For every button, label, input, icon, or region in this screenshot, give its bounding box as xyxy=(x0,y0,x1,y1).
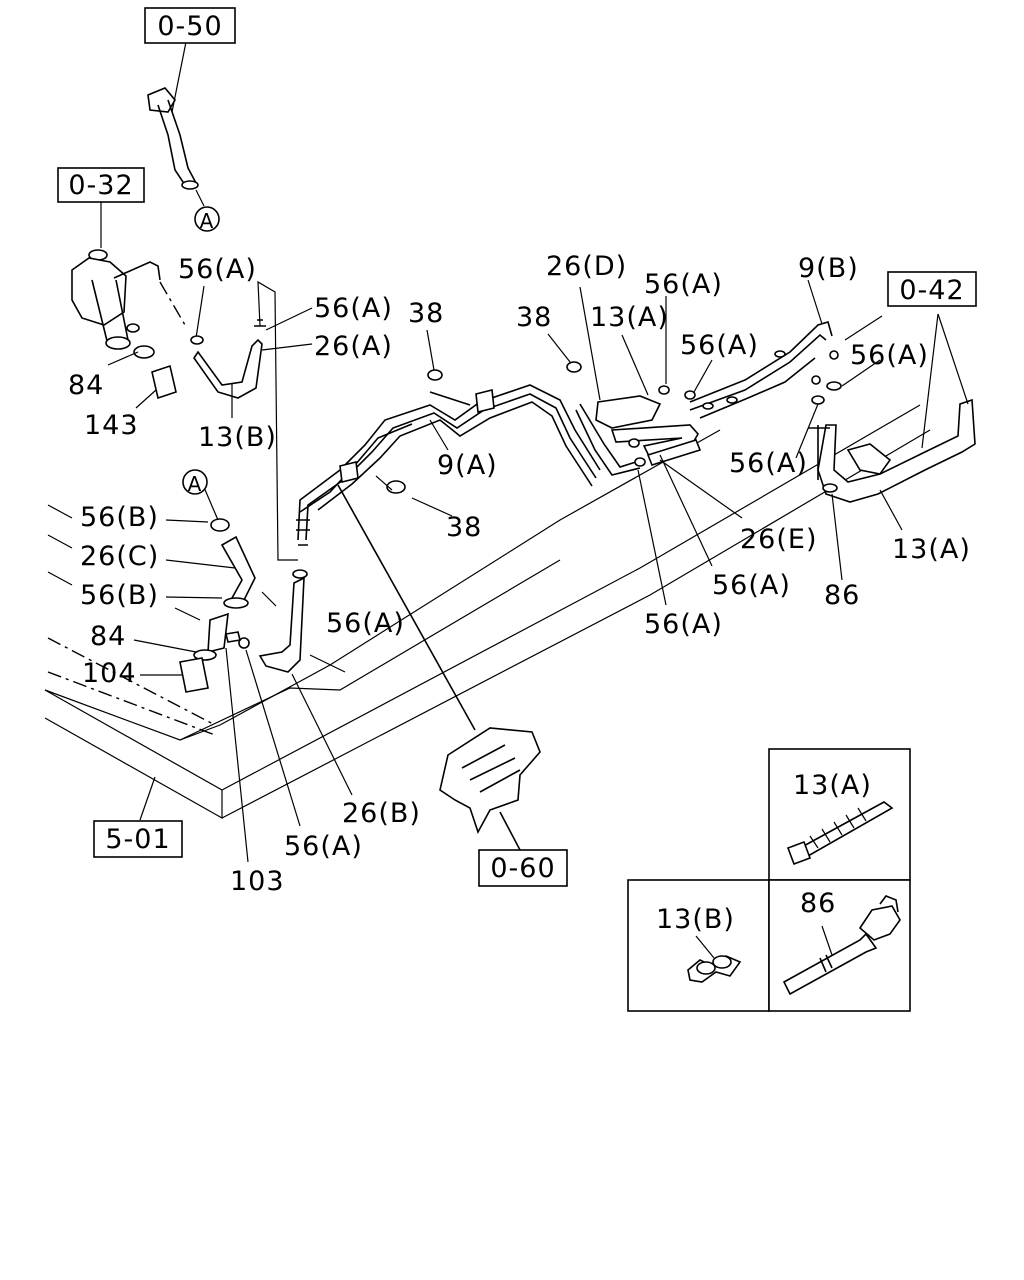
label-56a-5: 56(A) xyxy=(850,340,929,371)
label-13a-top: 13(A) xyxy=(590,302,669,333)
detail-86: 86 xyxy=(782,888,901,996)
label-56a-10: 56(A) xyxy=(284,831,363,862)
label-56a-2: 56(A) xyxy=(314,293,393,324)
label-103: 103 xyxy=(230,866,285,897)
label-143: 143 xyxy=(84,410,139,441)
lower-left-hoses xyxy=(133,484,353,863)
label-104: 104 xyxy=(82,658,137,689)
ref-box-5-01: 5-01 xyxy=(93,820,183,858)
label-56a-9: 56(A) xyxy=(326,608,405,639)
detail-13b-label: 13(B) xyxy=(656,904,735,935)
label-26c: 26(C) xyxy=(80,541,159,572)
label-56b-2: 56(B) xyxy=(80,580,159,611)
ref-5-01: 5-01 xyxy=(105,824,170,855)
label-26b: 26(B) xyxy=(342,798,421,829)
marker-a-top: A xyxy=(194,206,220,233)
label-56a-7: 56(A) xyxy=(712,570,791,601)
detail-panel: 13(A) 13(B) 86 xyxy=(627,748,911,1012)
frame-rail xyxy=(44,404,931,820)
label-56a-3: 56(A) xyxy=(644,269,723,300)
part-labels: 56(A) 56(A) 26(A) 84 143 13(B) 38 38 38 … xyxy=(68,251,971,897)
label-26d: 26(D) xyxy=(546,251,627,282)
ref-0-32: 0-32 xyxy=(68,170,133,201)
label-38-a: 38 xyxy=(408,298,444,329)
label-38-c: 38 xyxy=(446,512,482,543)
label-26e: 26(E) xyxy=(740,524,817,555)
marker-a-top-label: A xyxy=(200,209,215,233)
label-13b-top: 13(B) xyxy=(198,422,277,453)
label-38-b: 38 xyxy=(516,302,552,333)
right-pipe-cluster xyxy=(575,279,883,606)
ref-box-0-42: 0-42 xyxy=(887,271,977,307)
label-9a: 9(A) xyxy=(437,450,498,481)
label-56b-1: 56(B) xyxy=(80,502,159,533)
label-13a-right: 13(A) xyxy=(892,534,971,565)
label-56a-6: 56(A) xyxy=(729,448,808,479)
hose-26a xyxy=(190,280,313,561)
label-26a: 26(A) xyxy=(314,331,393,362)
ref-0-60: 0-60 xyxy=(490,853,555,884)
ref-box-0-60: 0-60 xyxy=(478,849,568,887)
label-56a-1: 56(A) xyxy=(178,254,257,285)
main-pipe-9a xyxy=(296,329,601,731)
marker-a-left: A xyxy=(182,469,208,496)
label-84-left: 84 xyxy=(90,621,126,652)
label-56a-4: 56(A) xyxy=(680,330,759,361)
detail-13a-label: 13(A) xyxy=(793,770,872,801)
ref-0-42: 0-42 xyxy=(899,275,964,306)
label-9b: 9(B) xyxy=(798,253,859,284)
marker-a-left-label: A xyxy=(188,472,203,496)
upper-pipe-0-50 xyxy=(147,41,205,207)
detail-86-label: 86 xyxy=(800,888,836,919)
unit-0-60 xyxy=(439,727,541,851)
detail-13b: 13(B) xyxy=(656,904,742,983)
detail-13a: 13(A) xyxy=(786,770,894,866)
label-56a-8: 56(A) xyxy=(644,609,723,640)
label-86-main: 86 xyxy=(824,580,860,611)
ref-box-0-32: 0-32 xyxy=(57,167,145,203)
ref-0-50: 0-50 xyxy=(157,11,222,42)
ref-box-0-50: 0-50 xyxy=(144,7,236,44)
heater-unit xyxy=(71,200,186,409)
label-84-top: 84 xyxy=(68,370,104,401)
hose-13a-right xyxy=(808,313,976,581)
